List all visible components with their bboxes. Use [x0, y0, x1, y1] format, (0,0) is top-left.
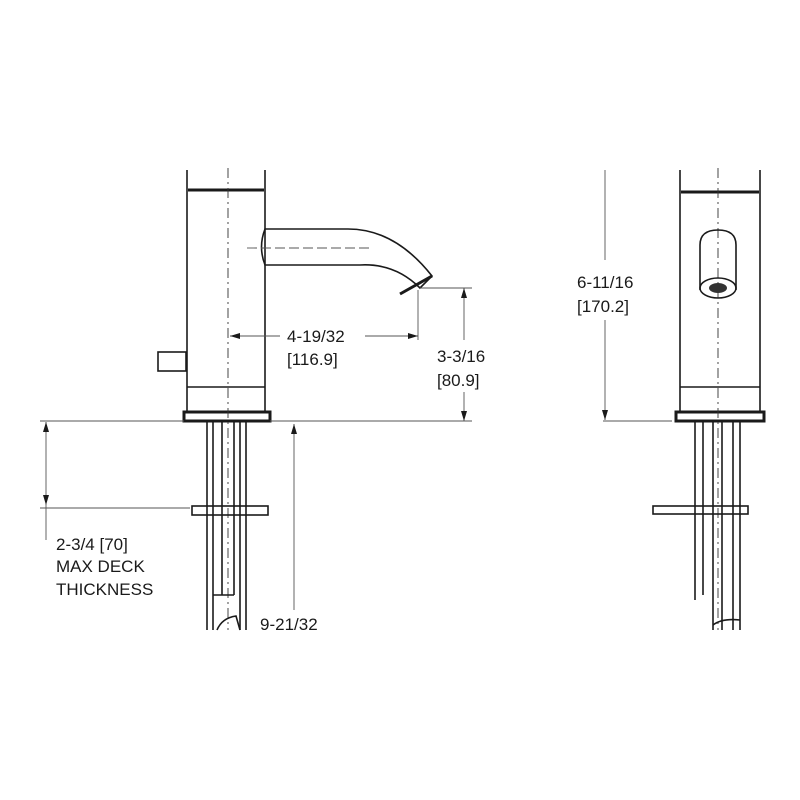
mounting-nut	[652, 505, 749, 515]
spout-height-inches: 3-3/16	[437, 347, 485, 366]
aerator-holes	[709, 283, 727, 293]
dimension-deck-thickness: 2-3/4 [70] MAX DECK THICKNESS	[40, 422, 190, 599]
spout-reach-mm: [116.9]	[287, 350, 338, 369]
mounting-nut	[191, 505, 269, 516]
front-view-faucet	[652, 168, 766, 630]
sensor-window	[699, 229, 737, 290]
body-height-mm: [170.2]	[577, 297, 629, 316]
side-view-faucet	[157, 168, 434, 631]
spout-reach-inches: 4-19/32	[287, 327, 345, 346]
base-plate	[182, 410, 272, 423]
deck-thickness-label-2: THICKNESS	[56, 580, 153, 599]
dimension-shank-length: 9-21/32	[260, 424, 318, 634]
dimension-spout-height: 3-3/16 [80.9]	[40, 287, 485, 422]
dimension-body-height: 6-11/16 [170.2]	[577, 170, 672, 422]
spout	[260, 228, 434, 290]
deck-thickness-value: 2-3/4 [70]	[56, 535, 128, 554]
deck-thickness-label-1: MAX DECK	[56, 557, 145, 576]
base-plate	[674, 410, 766, 423]
dimension-spout-reach: 4-19/32 [116.9]	[230, 290, 419, 369]
spout-height-mm: [80.9]	[437, 371, 480, 390]
aerator	[699, 277, 737, 299]
shank-length-inches: 9-21/32	[260, 615, 318, 634]
button	[157, 351, 187, 372]
spout-aerator	[399, 274, 433, 296]
body-height-inches: 6-11/16	[577, 273, 633, 292]
